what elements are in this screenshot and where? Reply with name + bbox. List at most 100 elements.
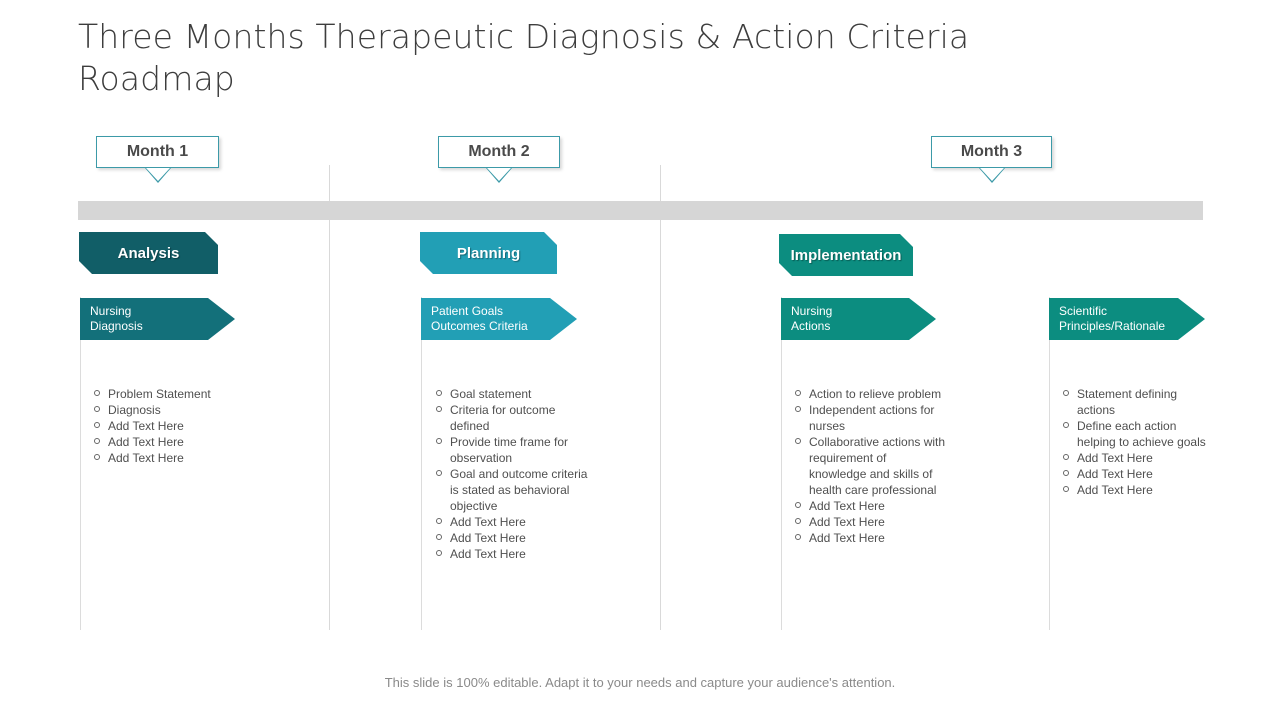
list-item-text: Add Text Here (450, 531, 526, 545)
list-item: Add Text Here (787, 514, 947, 530)
bullet-circle-icon (795, 502, 801, 508)
bullet-circle-icon (436, 518, 442, 524)
section-divider-1 (329, 165, 330, 630)
list-item-text: Goal and outcome criteria is stated as b… (450, 467, 588, 513)
list-item: Define each action helping to achieve go… (1055, 418, 1215, 450)
bullet-circle-icon (436, 438, 442, 444)
list-item: Provide time frame for observation (428, 434, 593, 466)
bullet-circle-icon (1063, 422, 1069, 428)
phase-label: Planning (456, 244, 521, 262)
month-callout-2[interactable]: Month 2 (438, 136, 560, 183)
list-item: Add Text Here (1055, 450, 1215, 466)
list-item-text: Define each action helping to achieve go… (1077, 419, 1206, 449)
list-item: Criteria for outcome defined (428, 402, 593, 434)
column-rule-3 (781, 297, 782, 630)
list-item-text: Add Text Here (809, 515, 885, 529)
bullet-circle-icon (1063, 470, 1069, 476)
chevron-patient-goals[interactable]: Patient Goals Outcomes Criteria (421, 298, 577, 340)
section-divider-2 (660, 165, 661, 630)
list-item-text: Goal statement (450, 387, 532, 401)
bullet-circle-icon (436, 534, 442, 540)
list-item-text: Add Text Here (1077, 483, 1153, 497)
list-item: Goal and outcome criteria is stated as b… (428, 466, 593, 514)
list-item-text: Criteria for outcome defined (450, 403, 556, 433)
list-item-text: Provide time frame for observation (450, 435, 569, 465)
list-item: Statement defining actions (1055, 386, 1215, 418)
chevron-label: Nursing Diagnosis (90, 304, 143, 333)
list-item: Add Text Here (1055, 466, 1215, 482)
list-item: Problem Statement (86, 386, 266, 402)
column-rule-2 (421, 297, 422, 630)
list-item-text: Add Text Here (108, 419, 184, 433)
phase-banner-analysis[interactable]: Analysis (79, 232, 218, 274)
chevron-label: Nursing Actions (791, 304, 833, 333)
bullet-circle-icon (94, 406, 100, 412)
list-item: Add Text Here (86, 418, 266, 434)
list-item: Add Text Here (428, 514, 593, 530)
list-item-text: Add Text Here (108, 435, 184, 449)
bullet-list-3: Action to relieve problem Independent ac… (787, 386, 947, 546)
bullet-circle-icon (436, 470, 442, 476)
column-rule-1 (80, 297, 81, 630)
phase-label: Implementation (790, 246, 902, 264)
list-item: Add Text Here (1055, 482, 1215, 498)
chevron-nursing-actions[interactable]: Nursing Actions (781, 298, 936, 340)
list-item: Add Text Here (86, 450, 266, 466)
month-label: Month 2 (468, 143, 530, 160)
bullet-circle-icon (436, 550, 442, 556)
bullet-circle-icon (94, 454, 100, 460)
list-item-text: Diagnosis (108, 403, 161, 417)
bullet-circle-icon (795, 406, 801, 412)
callout-notch-inner-icon (145, 168, 170, 181)
list-item-text: Add Text Here (809, 499, 885, 513)
chevron-label: Scientific Principles/Rationale (1059, 304, 1166, 333)
list-item: Add Text Here (86, 434, 266, 450)
bullet-circle-icon (795, 534, 801, 540)
month-callout-3[interactable]: Month 3 (931, 136, 1052, 183)
phase-label: Analysis (117, 244, 180, 262)
month-label: Month 3 (960, 143, 1023, 160)
list-item: Add Text Here (787, 530, 947, 546)
column-rule-4 (1049, 297, 1050, 630)
list-item-text: Action to relieve problem (809, 387, 942, 401)
bullet-circle-icon (436, 390, 442, 396)
bullet-list-4: Statement defining actions Define each a… (1055, 386, 1215, 498)
list-item-text: Add Text Here (1077, 451, 1153, 465)
chevron-scientific-principles[interactable]: Scientific Principles/Rationale (1049, 298, 1205, 340)
chevron-nursing-diagnosis[interactable]: Nursing Diagnosis (80, 298, 235, 340)
month-callout-1[interactable]: Month 1 (96, 136, 219, 183)
list-item-text: Add Text Here (809, 531, 885, 545)
bullet-circle-icon (795, 518, 801, 524)
callout-notch-inner-icon (487, 168, 511, 181)
list-item: Independent actions for nurses (787, 402, 947, 434)
bullet-circle-icon (436, 406, 442, 412)
list-item-text: Add Text Here (450, 547, 526, 561)
month-label: Month 1 (126, 143, 189, 160)
chevron-label: Patient Goals Outcomes Criteria (431, 304, 528, 333)
list-item-text: Problem Statement (108, 387, 211, 401)
callout-notch-inner-icon (979, 168, 1004, 181)
bullet-circle-icon (795, 390, 801, 396)
list-item-text: Collaborative actions with requirement o… (809, 435, 946, 497)
timeline-bar (78, 201, 1203, 220)
list-item: Diagnosis (86, 402, 266, 418)
list-item: Collaborative actions with requirement o… (787, 434, 947, 498)
list-item-text: Statement defining actions (1077, 387, 1178, 417)
bullet-circle-icon (795, 438, 801, 444)
bullet-circle-icon (1063, 454, 1069, 460)
list-item: Add Text Here (787, 498, 947, 514)
list-item-text: Add Text Here (450, 515, 526, 529)
bullet-circle-icon (94, 390, 100, 396)
list-item: Goal statement (428, 386, 593, 402)
list-item-text: Add Text Here (1077, 467, 1153, 481)
bullet-list-2: Goal statement Criteria for outcome defi… (428, 386, 593, 562)
bullet-circle-icon (1063, 486, 1069, 492)
phase-banner-planning[interactable]: Planning (420, 232, 557, 274)
page-title: Three Months Therapeutic Diagnosis & Act… (78, 17, 970, 98)
bullet-circle-icon (94, 422, 100, 428)
phase-banner-implementation[interactable]: Implementation (779, 234, 913, 276)
list-item-text: Independent actions for nurses (809, 403, 935, 433)
bullet-circle-icon (1063, 390, 1069, 396)
list-item-text: Add Text Here (108, 451, 184, 465)
